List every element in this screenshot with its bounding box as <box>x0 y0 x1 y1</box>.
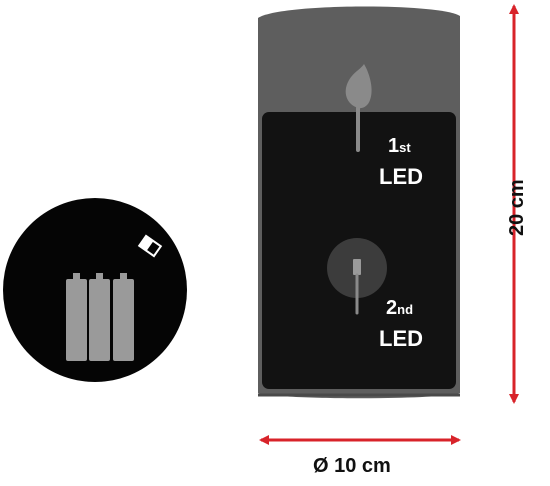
led2-suffix: nd <box>397 302 414 317</box>
flame-icon <box>345 64 372 152</box>
battery-cell <box>66 273 87 361</box>
diameter-label: Ø 10 cm <box>313 455 391 477</box>
switch-icon <box>137 234 163 258</box>
battery-cell <box>113 273 134 361</box>
led1-text: LED <box>379 164 423 189</box>
led2-label: 2nd <box>386 298 413 318</box>
led1-number: 1 <box>388 135 400 157</box>
candle <box>258 6 460 399</box>
led1-label: 1st <box>388 136 411 156</box>
led1-suffix: st <box>399 140 411 155</box>
height-label: 20 cm <box>506 179 528 236</box>
battery-cell <box>89 273 110 361</box>
led2-number: 2 <box>386 297 398 319</box>
led2-text: LED <box>379 326 423 351</box>
led-bulb-icon <box>327 238 387 315</box>
battery-icon <box>66 273 134 361</box>
battery-compartment <box>3 198 187 382</box>
